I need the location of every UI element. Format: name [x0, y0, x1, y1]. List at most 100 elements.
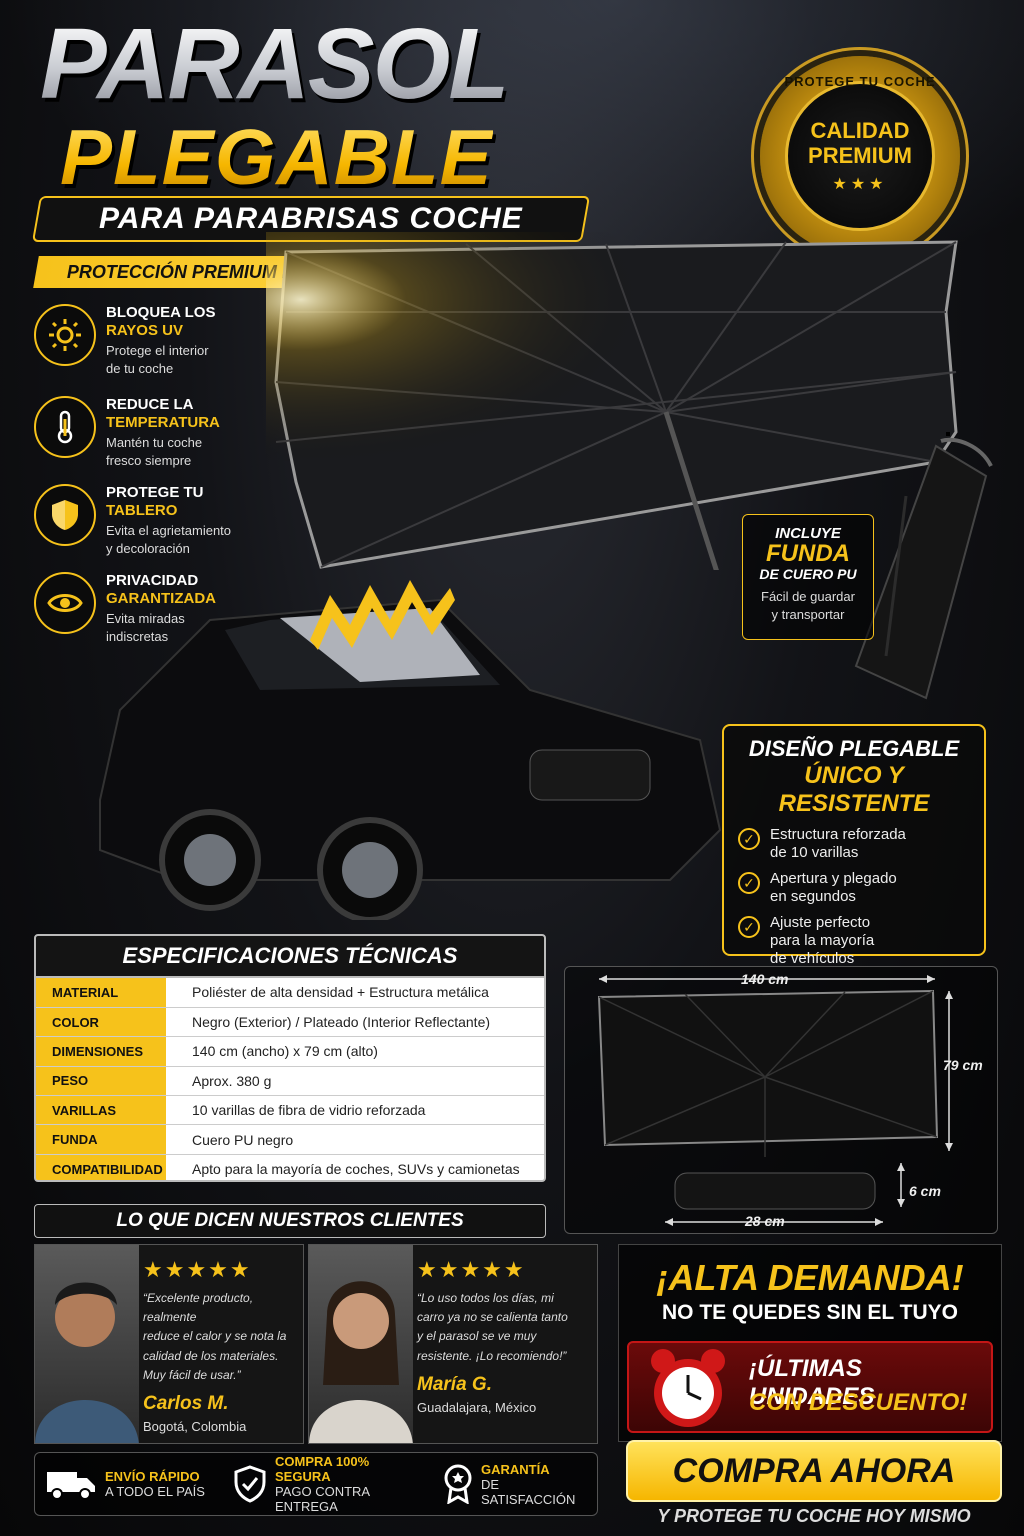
- buy-now-button[interactable]: COMPRA AHORA: [626, 1440, 1002, 1502]
- feature-desc-2: y decoloración: [106, 540, 190, 556]
- design-item-line: Apertura y plegado: [770, 870, 897, 887]
- avatar: [309, 1245, 413, 1443]
- height-label: 79 cm: [943, 1057, 983, 1073]
- reviews-title: LO QUE DICEN NUESTROS CLIENTES: [34, 1204, 546, 1238]
- case-height-label: 6 cm: [909, 1183, 941, 1199]
- reviewer-city: Guadalajara, México: [417, 1399, 537, 1415]
- review-line: “Excelente producto, realmente: [143, 1291, 254, 1325]
- case-desc-2: y transportar: [771, 606, 845, 622]
- feature-desc-2: de tu coche: [106, 360, 174, 376]
- review-quote: “Excelente producto, realmente reduce el …: [143, 1289, 303, 1385]
- review-line: “Lo uso todos los días, mi: [417, 1291, 554, 1305]
- design-item-line: de 10 varillas: [770, 844, 859, 861]
- case-length-label: 28 cm: [745, 1213, 785, 1229]
- feature-desc-1: Mantén tu coche: [106, 435, 203, 450]
- feature-desc-2: fresco siempre: [106, 452, 192, 468]
- trust-sub: DE SATISFACCIÓN: [481, 1476, 576, 1507]
- design-features-box: DISEÑO PLEGABLE ÚNICO Y RESISTENTE ✓Estr…: [722, 724, 986, 967]
- medal-icon: [444, 1464, 472, 1504]
- review-line: Muy fácil de usar.”: [143, 1367, 241, 1382]
- feature-title: BLOQUEA LOS: [106, 304, 216, 321]
- feature-title: PRIVACIDAD: [106, 572, 199, 589]
- thermometer-icon: [34, 396, 96, 458]
- spec-value: Negro (Exterior) / Plateado (Interior Re…: [166, 1007, 544, 1038]
- check-icon: ✓: [738, 916, 760, 938]
- feature-title: REDUCE LA: [106, 396, 194, 413]
- shield-icon: [34, 484, 96, 546]
- demand-box: ¡ALTA DEMANDA! NO TE QUEDES SIN EL TUYO …: [618, 1244, 1002, 1442]
- feature-desc-1: Evita miradas: [106, 611, 185, 626]
- rating-stars: ★★★★★: [143, 1257, 252, 1282]
- review-line: calidad de los materiales.: [143, 1348, 279, 1363]
- seal-line-2: PREMIUM: [808, 143, 912, 168]
- spec-key: DIMENSIONES: [36, 1036, 166, 1067]
- dimensions-diagram: 140 cm 79 cm 28 cm 6 cm: [564, 966, 998, 1234]
- spec-key: MATERIAL: [36, 978, 166, 1008]
- urgency-banner: ¡ÚLTIMAS UNIDADES CON DESCUENTO!: [627, 1341, 993, 1433]
- case-line-2: FUNDA: [766, 540, 850, 567]
- subtitle-text: PARA PARABRISAS COCHE: [99, 202, 523, 235]
- check-icon: ✓: [738, 828, 760, 850]
- car-illustration: [99, 580, 722, 920]
- alarm-clock-icon: [651, 1349, 725, 1427]
- feature-title: PROTEGE TU: [106, 484, 204, 501]
- spec-value: Aprox. 380 g: [166, 1066, 544, 1097]
- width-label: 140 cm: [741, 971, 789, 987]
- feature-highlight: TEMPERATURA: [106, 414, 220, 431]
- urgency-line-2: CON DESCUENTO!: [749, 1389, 968, 1416]
- spec-value: Apto para la mayoría de coches, SUVs y c…: [166, 1154, 544, 1180]
- urgency-line-1: ¡ÚLTIMAS UNIDADES: [749, 1355, 875, 1410]
- trust-title: GARANTÍA: [481, 1461, 550, 1477]
- sun-icon: [34, 304, 96, 366]
- seal-stars: ★★★: [832, 176, 888, 194]
- design-item-line: de vehículos: [770, 950, 855, 967]
- feature-highlight: TABLERO: [106, 502, 178, 519]
- design-item-line: para la mayoría: [770, 932, 875, 949]
- eye-icon: [34, 572, 96, 634]
- seal-arc-text: PROTEGE TU COCHE: [784, 74, 936, 89]
- spec-value: 140 cm (ancho) x 79 cm (alto): [166, 1036, 544, 1067]
- feature-highlight: RAYOS UV: [106, 322, 183, 339]
- truck-icon: [47, 1472, 95, 1500]
- avatar: [35, 1245, 139, 1443]
- trust-title: ENVÍO RÁPIDO: [105, 1469, 200, 1484]
- review-line: resistente. ¡Lo recomiendo!”: [417, 1348, 567, 1363]
- design-title-1: DISEÑO PLEGABLE: [748, 736, 960, 761]
- case-info-box: INCLUYE FUNDA DE CUERO PU Fácil de guard…: [742, 514, 874, 640]
- design-item-line: en segundos: [770, 888, 856, 905]
- trust-sub: A TODO EL PAÍS: [105, 1484, 205, 1499]
- demand-title: ¡ALTA DEMANDA!: [656, 1257, 964, 1298]
- feature-desc-1: Protege el interior: [106, 343, 209, 358]
- spec-value: Cuero PU negro: [166, 1124, 544, 1155]
- review-line: reduce el calor y se nota la: [143, 1329, 287, 1344]
- review-line: y el parasol se ve muy: [417, 1329, 537, 1344]
- title-line-2: PLEGABLE: [60, 113, 493, 201]
- case-desc-1: Fácil de guardar: [761, 589, 855, 604]
- spec-key: FUNDA: [36, 1124, 166, 1155]
- shield-check-icon: [234, 1465, 266, 1503]
- cta-subtext: Y PROTEGE TU COCHE HOY MISMO: [657, 1506, 971, 1526]
- premium-seal: PROTEGE TU COCHE CALIDAD PREMIUM ★★★: [760, 56, 960, 256]
- case-line-1: INCLUYE: [775, 525, 841, 542]
- design-item-line: Estructura reforzada: [770, 826, 906, 843]
- review-card: ★★★★★ “Excelente producto, realmente redu…: [34, 1244, 304, 1444]
- specs-title: ESPECIFICACIONES TÉCNICAS: [36, 936, 544, 978]
